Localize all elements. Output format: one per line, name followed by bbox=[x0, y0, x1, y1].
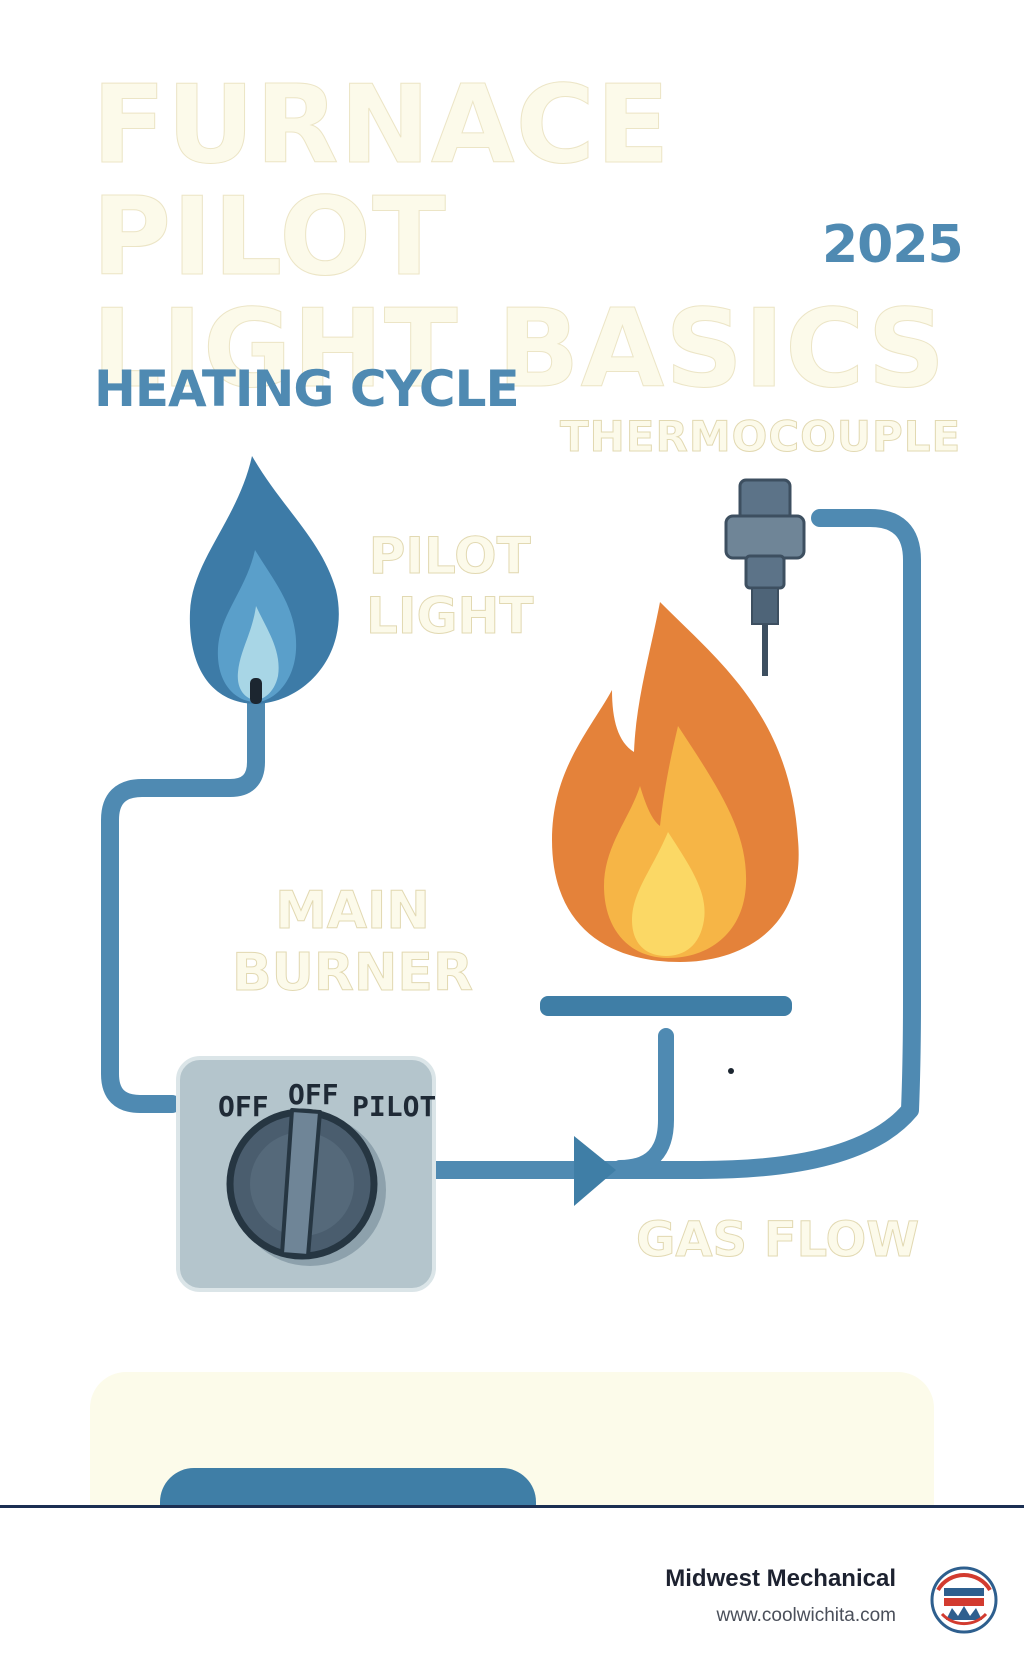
gas-valve-icon bbox=[176, 1056, 436, 1292]
year-label: 2025 bbox=[822, 215, 964, 275]
brand-name: Midwest Mechanical bbox=[665, 1565, 896, 1592]
website-url[interactable]: www.coolwichita.com bbox=[716, 1605, 897, 1626]
gas-flow-arrow bbox=[574, 1136, 616, 1206]
info-card bbox=[160, 1468, 536, 1505]
thermocouple-label: THERMOCOUPLE bbox=[559, 412, 962, 462]
main-burner-flame-icon bbox=[552, 602, 799, 962]
burner-plate bbox=[540, 996, 792, 1016]
infographic-title: FURNACE PILOT LIGHT BASICS bbox=[91, 69, 1024, 406]
heating-cycle-diagram bbox=[90, 456, 934, 1505]
burner-feed-pipe bbox=[612, 1028, 674, 1176]
dial-label-pilot: PILOT bbox=[352, 1090, 437, 1123]
section-title: HEATING CYCLE bbox=[94, 360, 520, 418]
main-gas-pipe bbox=[427, 509, 921, 1179]
pilot-flame-icon bbox=[189, 456, 339, 704]
dial-label-off-1: OFF bbox=[218, 1090, 269, 1123]
pilot-light-label: PILOT LIGHT bbox=[365, 527, 534, 646]
pilot-supply-pipe bbox=[101, 691, 265, 1113]
title-line-2: LIGHT BASICS bbox=[91, 287, 947, 412]
thermocouple-icon bbox=[724, 478, 806, 676]
midwest-mechanical-logo-icon bbox=[930, 1566, 998, 1634]
gas-flow-label: GAS FLOW bbox=[635, 1212, 920, 1269]
dial-label-off-2: OFF bbox=[288, 1078, 339, 1111]
main-burner-label: MAIN BURNER bbox=[232, 881, 474, 1004]
indicator-dot bbox=[728, 1068, 734, 1074]
footer-bar bbox=[0, 1505, 1024, 1669]
title-line-1: FURNACE PILOT bbox=[92, 63, 671, 300]
